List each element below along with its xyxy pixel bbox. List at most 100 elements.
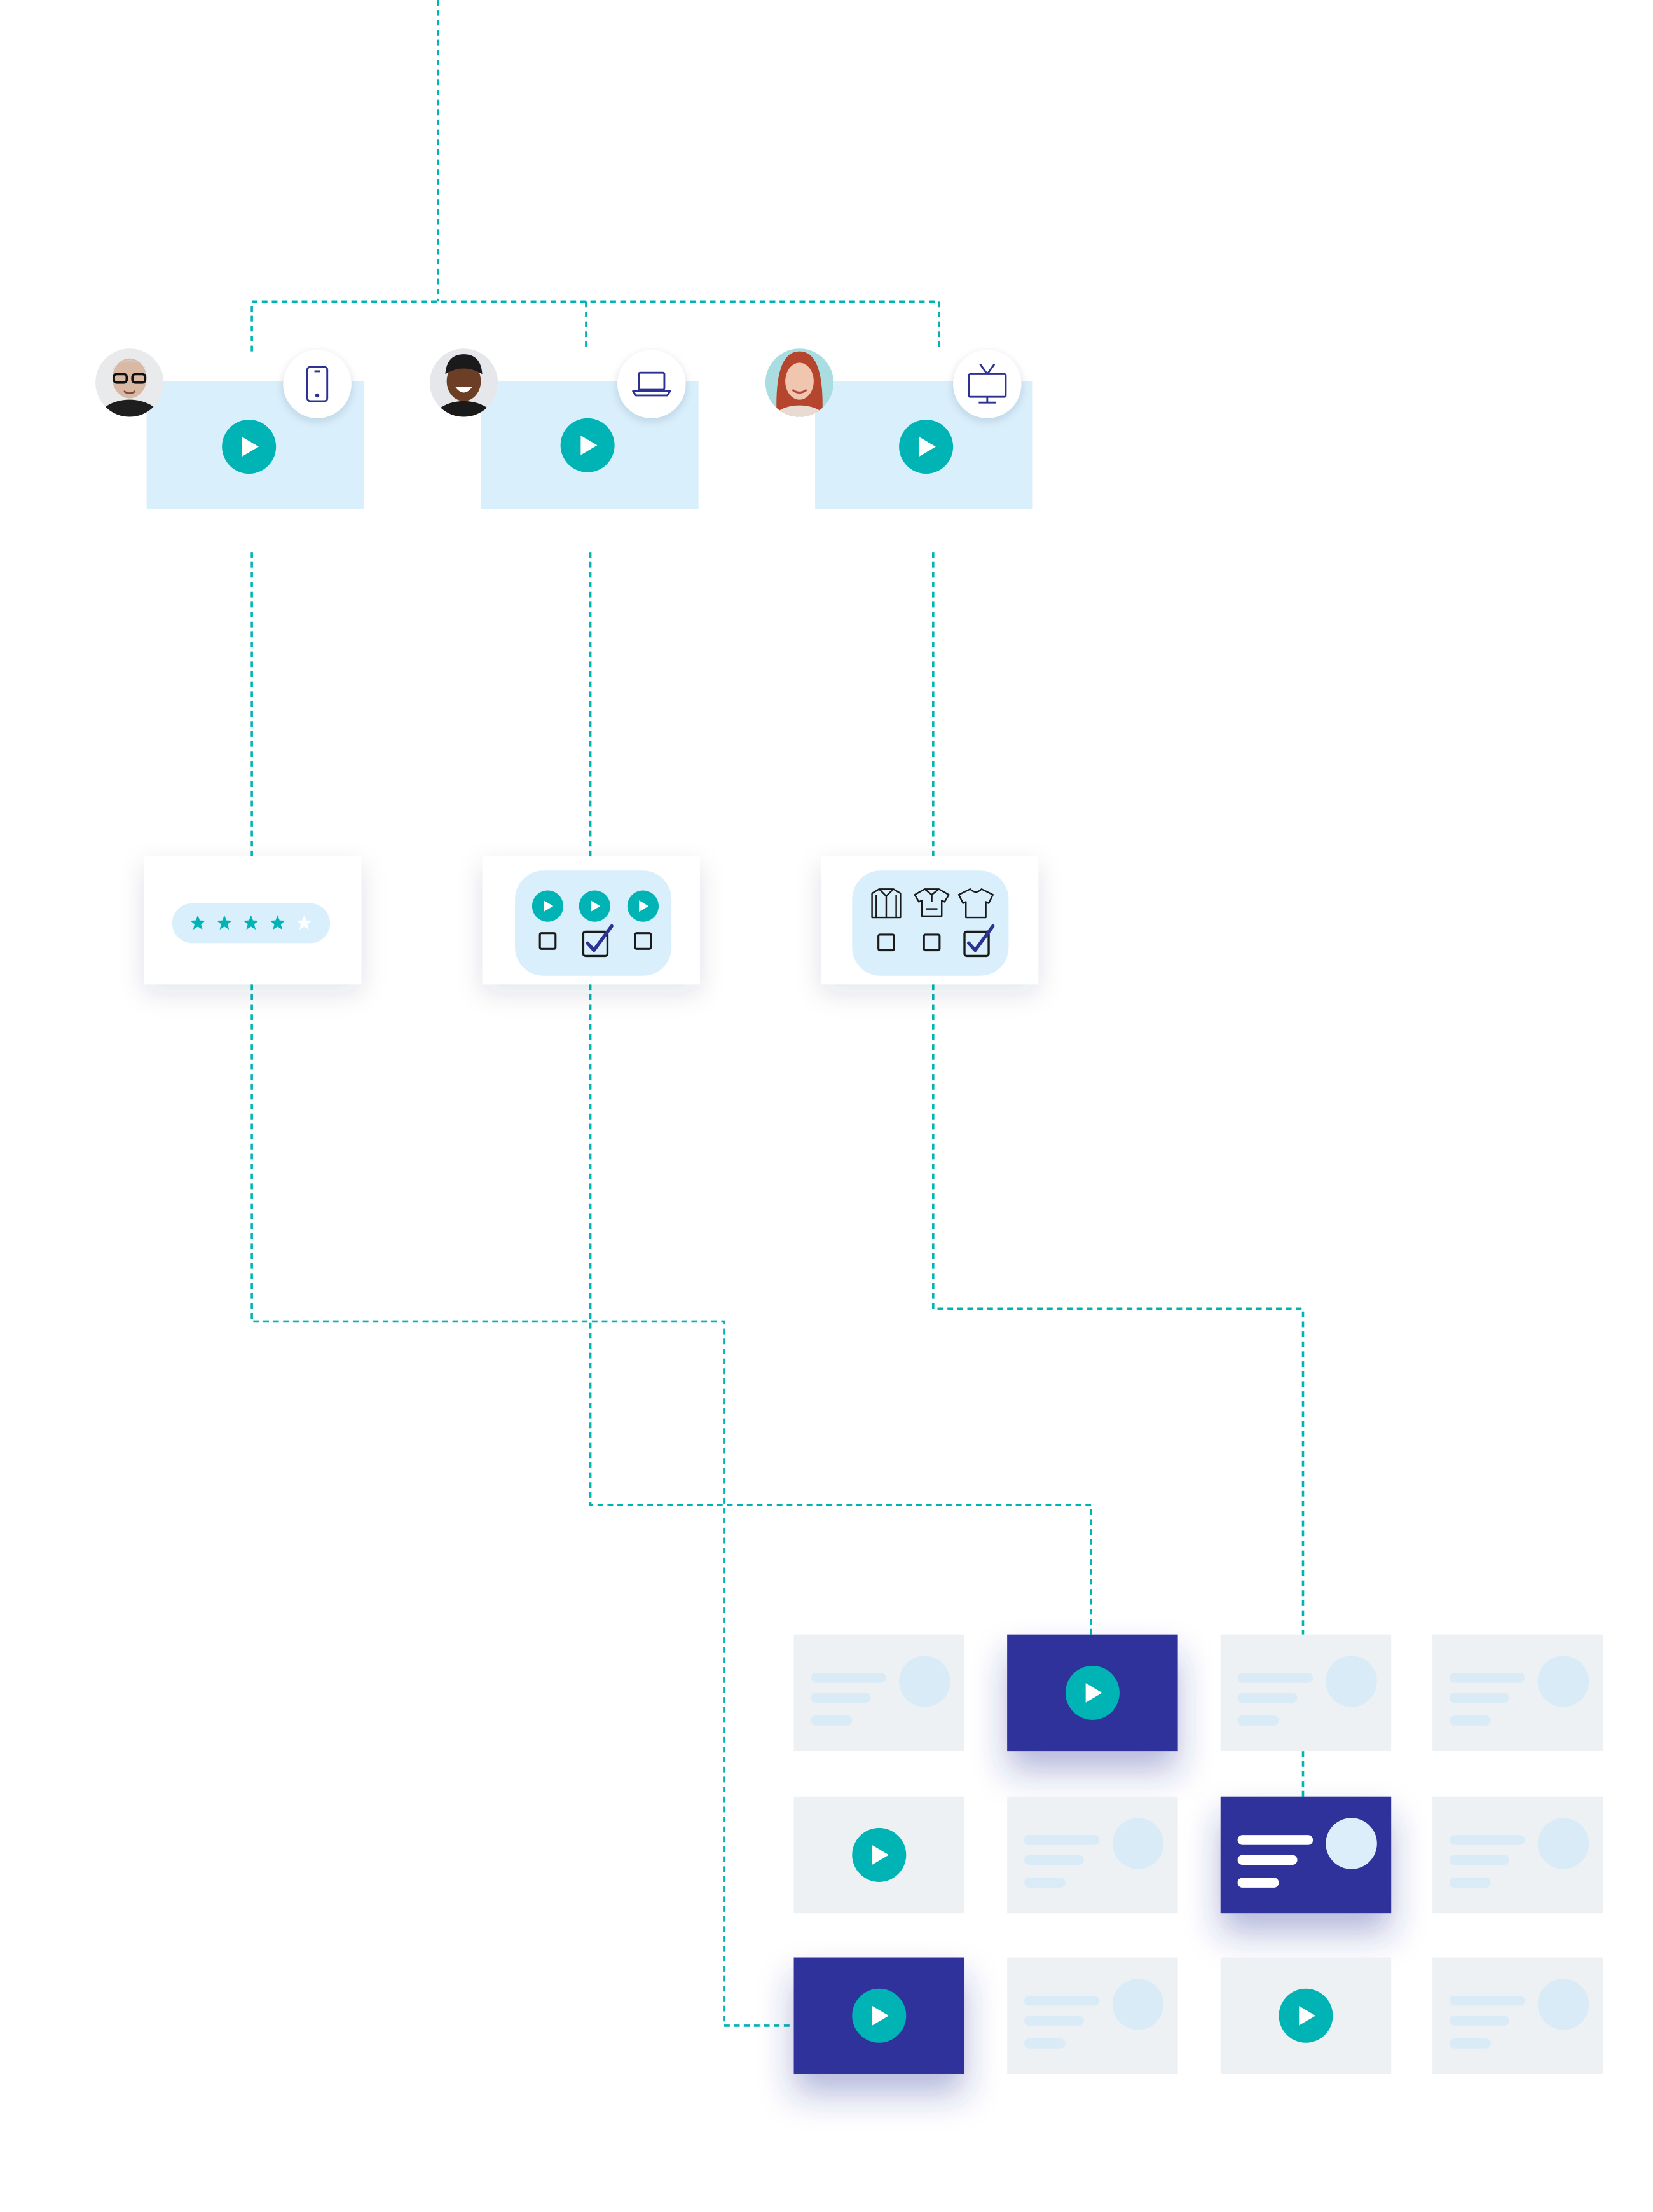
play-button[interactable] [852, 1827, 907, 1882]
grid-tile-video-grey[interactable] [1220, 1957, 1392, 2074]
tile-text-line [811, 1693, 871, 1703]
viewers-row [95, 348, 1033, 509]
polo-details [924, 888, 940, 910]
grid-tile-card-light[interactable] [1007, 1957, 1178, 2074]
play-button[interactable] [1065, 1665, 1120, 1720]
shirt-details [875, 888, 897, 918]
play-icon [639, 900, 649, 912]
play-icon [872, 2005, 889, 2026]
tile-text-line [1024, 2016, 1084, 2026]
laptop-base [632, 390, 671, 397]
play-icon [591, 900, 601, 912]
grid-tile-card-light[interactable] [1432, 1957, 1603, 2074]
tv-antenna [979, 363, 996, 375]
star-icon-filled[interactable] [243, 915, 259, 930]
play-icon [872, 1845, 889, 1865]
play-icon [919, 437, 936, 457]
star-rating[interactable] [190, 915, 312, 930]
play-button[interactable] [532, 890, 564, 922]
checkbox[interactable] [538, 932, 557, 950]
grid-tile-card-navy[interactable] [1220, 1796, 1392, 1914]
tile-text-line [1449, 1835, 1525, 1845]
tile-text-line [1237, 1673, 1313, 1683]
person-glasses-grey-hair-avatar [95, 348, 164, 417]
play-button[interactable] [579, 890, 610, 922]
avatar-hair [111, 360, 148, 371]
tile-text-line [1449, 1878, 1491, 1888]
checkbox-checked[interactable] [963, 924, 995, 958]
checkbox[interactable] [877, 933, 895, 952]
play-icon [1085, 1683, 1102, 1703]
phone-body [306, 366, 329, 402]
grid-tile-card-light[interactable] [793, 1634, 965, 1752]
checkbox-box [963, 930, 990, 958]
tile-text-line [1024, 1995, 1100, 2006]
tile-text-line [1024, 1878, 1066, 1888]
tile-image-circle [1326, 1656, 1377, 1707]
tile-text-line [1237, 1855, 1298, 1865]
check-mark-icon [586, 924, 614, 952]
device-badge-bg [617, 350, 686, 418]
play-button[interactable] [627, 890, 659, 922]
tile-text-line [1024, 1855, 1084, 1865]
avatar-shirt [432, 401, 495, 417]
tile-text-line [1449, 1995, 1525, 2006]
avatar-hair [445, 354, 483, 374]
connector-choice-to-grid [589, 984, 1092, 1635]
laptop-screen [638, 371, 666, 391]
laptop-icon [632, 371, 671, 397]
tile-text-line [1449, 1673, 1525, 1683]
viewer-card [765, 348, 1033, 509]
t-shirt-body [957, 888, 994, 919]
smartphone-icon [306, 366, 329, 402]
viewer-card [429, 348, 699, 509]
star-icon-filled[interactable] [270, 915, 285, 930]
t-shirt-icon [957, 888, 994, 919]
grid-tile-card-light[interactable] [1432, 1796, 1603, 1914]
play-button[interactable] [560, 418, 615, 472]
play-icon [242, 437, 259, 457]
tile-text-line [1449, 1855, 1509, 1865]
checkbox[interactable] [634, 932, 652, 950]
avatar-mouth [123, 390, 136, 394]
play-icon [544, 900, 554, 912]
grid-tile-card-light[interactable] [1007, 1796, 1178, 1914]
play-button[interactable] [222, 420, 277, 474]
checkbox[interactable] [923, 933, 941, 952]
tile-text-line [1449, 1693, 1509, 1703]
grid-tile-card-light[interactable] [1220, 1634, 1392, 1752]
tile-image-circle [1537, 1656, 1589, 1707]
play-button[interactable] [899, 420, 954, 474]
device-badge-bg [953, 350, 1022, 418]
play-button[interactable] [1279, 1988, 1333, 2043]
play-button[interactable] [852, 1988, 907, 2043]
connector-products-to-grid [932, 984, 1305, 1635]
polo-body [914, 888, 950, 917]
interaction-cards [144, 856, 1039, 985]
grid-tile-video-navy[interactable] [1007, 1634, 1178, 1752]
avatar-smile [455, 387, 472, 393]
star-icon-empty[interactable] [296, 915, 312, 930]
star-icon-filled[interactable] [190, 915, 206, 930]
avatar-face [446, 361, 481, 401]
grid-tile-video-grey[interactable] [793, 1796, 965, 1914]
play-icon [1299, 2005, 1316, 2026]
video-choice-card [482, 856, 700, 985]
shirt-icon [871, 888, 902, 919]
tile-image-circle [899, 1656, 950, 1707]
star-icon-filled[interactable] [217, 915, 232, 930]
checkbox-checked[interactable] [582, 924, 614, 958]
tile-text-line [1449, 2038, 1491, 2049]
person-smiling-avatar [429, 348, 498, 417]
avatar-face [112, 358, 147, 399]
tile-text-line [1237, 1715, 1279, 1726]
play-icon [580, 435, 598, 455]
connector-top-branch [250, 300, 940, 352]
grid-tile-video-navy[interactable] [793, 1957, 965, 2074]
tv-stand [978, 397, 996, 404]
checkbox-box [582, 930, 609, 958]
video-choice-panel [515, 870, 672, 976]
grid-tile-card-light[interactable] [1432, 1634, 1603, 1752]
content-grid [793, 1634, 1603, 2074]
